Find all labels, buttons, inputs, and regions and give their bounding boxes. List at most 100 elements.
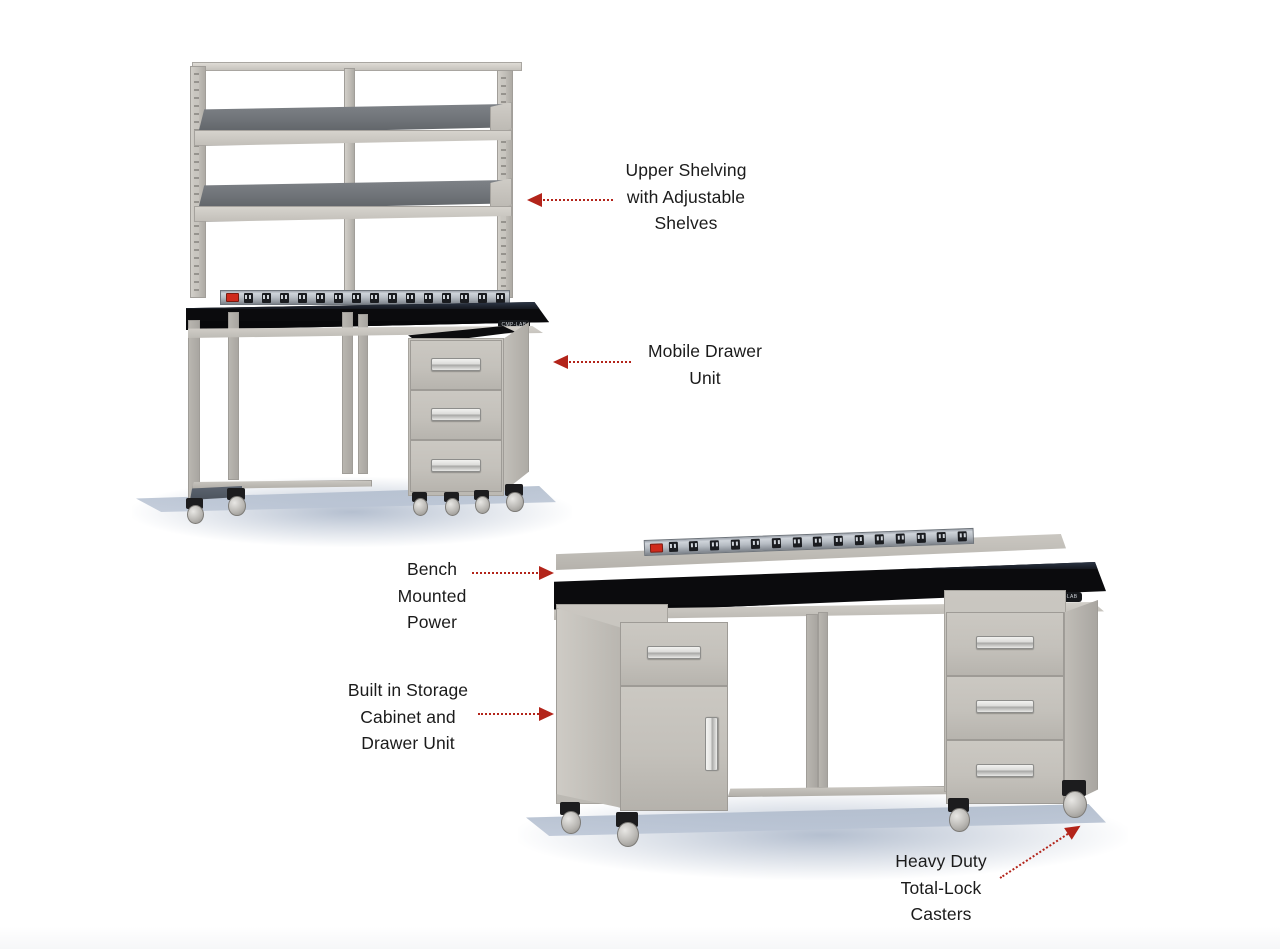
caster-yoke: [474, 490, 489, 501]
drawer-2[interactable]: [410, 390, 502, 440]
power-outlet[interactable]: [243, 292, 253, 303]
shelf-deck: [198, 180, 508, 210]
drawer-pull[interactable]: [647, 646, 701, 659]
power-outlet[interactable]: [297, 292, 307, 303]
drawer-1[interactable]: [946, 612, 1064, 676]
adjustable-shelf-1[interactable]: [194, 102, 512, 150]
leg-front-left: [188, 320, 200, 502]
caster-yoke: [505, 484, 523, 496]
callout-heavy-duty-casters: Heavy Duty Total-Lock Casters: [895, 851, 987, 925]
power-outlet[interactable]: [916, 532, 926, 544]
power-outlet[interactable]: [813, 536, 823, 547]
power-strip-top[interactable]: [220, 290, 510, 305]
drawer-pull[interactable]: [431, 408, 481, 421]
workbench-bottom: CMP-LAB: [518, 527, 1128, 880]
cabinet-drawer[interactable]: [620, 622, 728, 686]
power-outlet[interactable]: [315, 292, 325, 303]
arrow-head: [539, 566, 554, 580]
arrow-head: [527, 193, 542, 207]
leg-center: [342, 312, 353, 474]
drawer-pull[interactable]: [431, 358, 481, 371]
power-outlet[interactable]: [751, 538, 761, 550]
caster[interactable]: [474, 490, 491, 514]
caster-yoke: [444, 492, 459, 503]
drawer-1[interactable]: [410, 340, 502, 390]
power-outlet[interactable]: [854, 534, 864, 546]
power-outlet[interactable]: [936, 531, 947, 543]
power-outlet[interactable]: [957, 531, 967, 542]
callout-mobile-drawer-unit: Mobile Drawer Unit: [647, 341, 763, 388]
caster[interactable]: [227, 488, 246, 516]
brand-badge: CMP-LAB: [498, 320, 530, 329]
pedestal-side-left: [556, 608, 622, 808]
shelving-top-rail: [192, 62, 522, 71]
center-divider-post-back: [818, 612, 828, 788]
cabinet-door-handle[interactable]: [705, 717, 718, 771]
power-outlet[interactable]: [792, 537, 802, 548]
power-outlet[interactable]: [351, 292, 361, 303]
caster-wheel: [444, 498, 461, 516]
drawer-pull[interactable]: [976, 636, 1034, 649]
arrow-shaft: [565, 361, 631, 363]
power-outlet[interactable]: [730, 539, 740, 550]
power-outlet[interactable]: [279, 292, 289, 303]
power-outlet[interactable]: [689, 541, 699, 552]
caster-wheel: [949, 807, 970, 832]
caster-yoke: [186, 498, 203, 509]
caster[interactable]: [616, 812, 639, 847]
caster-wheel: [187, 504, 204, 524]
power-outlet[interactable]: [459, 292, 469, 303]
power-outlet[interactable]: [495, 292, 505, 303]
power-outlet[interactable]: [833, 535, 844, 547]
power-outlet[interactable]: [369, 292, 379, 303]
caster[interactable]: [444, 492, 461, 516]
caster[interactable]: [505, 484, 524, 512]
caster-wheel: [617, 821, 639, 847]
caster[interactable]: [948, 798, 970, 832]
center-divider-post: [806, 614, 818, 794]
drawer-3[interactable]: [946, 740, 1064, 804]
adjustable-shelf-2[interactable]: [194, 178, 512, 226]
power-outlet[interactable]: [875, 534, 885, 545]
shelf-front-lip: [194, 130, 512, 146]
power-outlet[interactable]: [895, 533, 906, 544]
arrow-shaft: [539, 199, 613, 201]
caster-wheel: [412, 498, 429, 516]
drawer-pull[interactable]: [976, 700, 1034, 713]
caster-yoke: [227, 488, 245, 500]
power-switch[interactable]: [649, 542, 664, 553]
power-outlet[interactable]: [387, 292, 397, 303]
left-pedestal: [556, 604, 736, 847]
arrow-built-in-storage: [478, 706, 554, 722]
leg-back-left: [228, 312, 239, 480]
caster[interactable]: [560, 802, 581, 834]
caster-wheel: [561, 810, 581, 834]
power-outlet[interactable]: [333, 292, 343, 303]
power-outlet[interactable]: [441, 292, 451, 303]
caster[interactable]: [1062, 780, 1087, 818]
caster[interactable]: [186, 498, 204, 524]
workbench-top: CMP-LAB: [132, 62, 572, 547]
storage-cabinet-door[interactable]: [620, 686, 728, 811]
worktop-back-edge: [186, 302, 549, 309]
shelf-deck: [198, 104, 508, 134]
power-switch[interactable]: [226, 293, 239, 302]
mobile-drawer-unit: [408, 320, 538, 520]
drawer-2[interactable]: [946, 676, 1064, 740]
caster-wheel: [506, 491, 524, 512]
power-outlet[interactable]: [423, 292, 433, 303]
arrow-bench-mounted-power: [472, 565, 554, 581]
power-outlet[interactable]: [668, 541, 678, 553]
drawer-pull[interactable]: [976, 764, 1034, 777]
power-outlet[interactable]: [261, 292, 271, 303]
power-outlet[interactable]: [709, 540, 720, 551]
drawer-3[interactable]: [410, 440, 502, 492]
power-outlet[interactable]: [477, 292, 487, 303]
caster[interactable]: [412, 492, 429, 516]
power-outlet[interactable]: [405, 292, 415, 303]
drawer-pull[interactable]: [431, 459, 481, 472]
leg-center-back: [358, 314, 368, 474]
arrow-head: [539, 707, 554, 721]
power-outlet[interactable]: [771, 537, 782, 549]
